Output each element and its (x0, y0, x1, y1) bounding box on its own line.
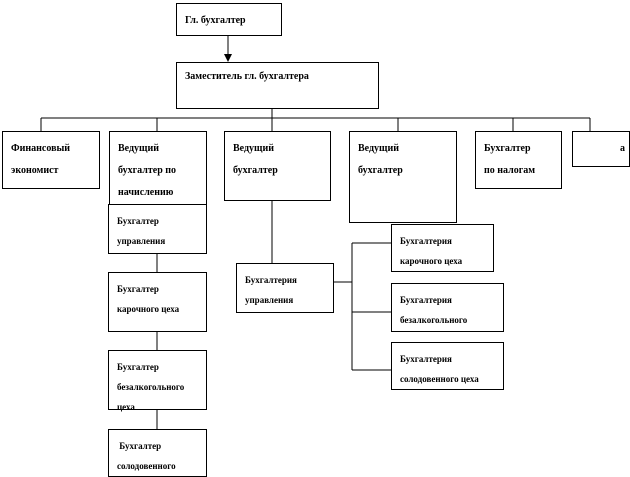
box-label: Бухгалтерия (245, 275, 297, 285)
box-label: Бухгалтер (484, 143, 531, 154)
box-label: Бухгалтерия (400, 295, 452, 305)
box-label: безалкогольного (117, 382, 185, 392)
box-label: бухгалтер (358, 165, 403, 176)
accounting-softdrinks-box: Бухгалтерия безалкогольного (391, 283, 504, 332)
box-label: Финансовый (11, 143, 71, 154)
lead-accountant-box: Ведущий бухгалтер (224, 131, 331, 201)
box-label: солодовенного (117, 461, 176, 471)
truncated-box: а (572, 131, 630, 167)
box-label: бухгалтер (233, 165, 278, 176)
box-label: Бухгалтер (117, 362, 159, 372)
box-label: Заместитель гл. бухгалтера (185, 71, 309, 82)
box-label: Гл. бухгалтер (185, 15, 246, 26)
accountant-softdrinks-box: Бухгалтер безалкогольного цеха (108, 350, 207, 412)
box-label: а (620, 143, 625, 154)
tax-accountant-box: Бухгалтер по налогам (475, 131, 562, 189)
box-label: Бухгалтерия (400, 236, 452, 246)
box-label: начислению (118, 187, 174, 198)
box-label: бухгалтер по (118, 165, 177, 176)
box-label: Ведущий (358, 143, 400, 154)
accounting-management-box: Бухгалтерия управления (236, 263, 334, 313)
box-label: управления (117, 236, 166, 246)
financial-economist-box: Финансовый экономист (2, 131, 100, 189)
box-label: карочного цеха (117, 304, 180, 314)
box-label: солодовенного цеха (400, 374, 479, 384)
box-label: Бухгалтер (117, 216, 159, 226)
box-label: экономист (11, 165, 59, 176)
box-label: безалкогольного (400, 315, 468, 325)
box-label: Бухгалтерия (400, 354, 452, 364)
lead-accountant-box-2: Ведущий бухгалтер (349, 131, 457, 223)
box-label: управления (245, 295, 294, 305)
accountant-workshop-box: Бухгалтер карочного цеха (108, 272, 207, 332)
box-label: Ведущий (233, 143, 275, 154)
box-label: Бухгалтер (117, 284, 159, 294)
accounting-malt-box: Бухгалтерия солодовенного цеха (391, 342, 504, 390)
box-label: Ведущий (118, 143, 160, 154)
deputy-box: Заместитель гл. бухгалтера (176, 62, 379, 109)
box-label: цеха (117, 402, 135, 412)
chief-accountant-box: Гл. бухгалтер (176, 3, 282, 36)
accountant-malt-box: Бухгалтер солодовенного (108, 429, 207, 477)
accountant-management-box: Бухгалтер управления (108, 204, 207, 254)
accounting-workshop-box: Бухгалтерия карочного цеха (391, 224, 494, 272)
box-label: карочного цеха (400, 256, 463, 266)
box-label: Бухгалтер (117, 441, 162, 451)
arrow-down-icon (224, 54, 232, 62)
box-label: по налогам (484, 165, 536, 176)
